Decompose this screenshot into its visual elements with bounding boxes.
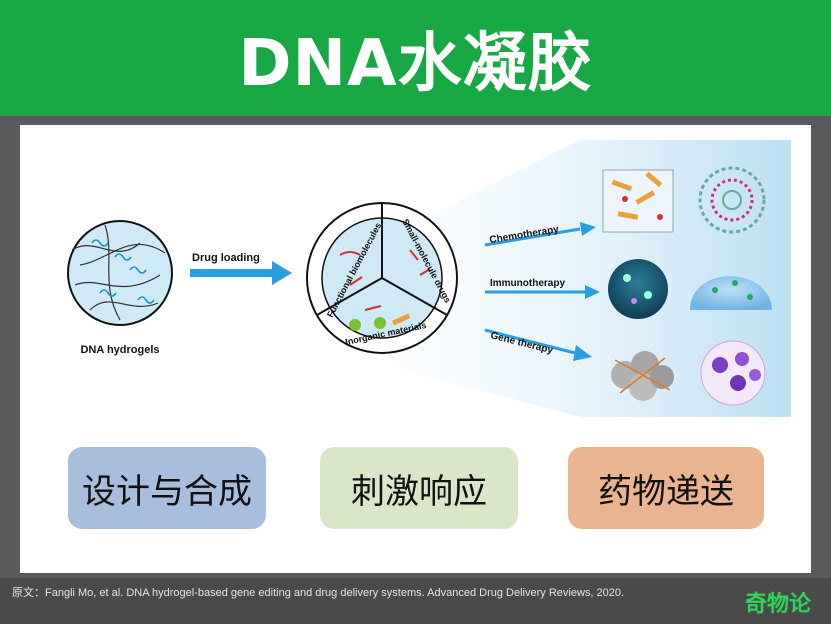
- footer-bar: 原文：Fangli Mo, et al. DNA hydrogel-based …: [0, 578, 831, 624]
- drug-delivery-pill: 药物递送: [568, 447, 764, 529]
- design-synthesis-pill: 设计与合成: [68, 447, 266, 529]
- header-bar: DNA水凝胶: [0, 0, 831, 116]
- page-title: DNA水凝胶: [238, 27, 593, 101]
- chemo-ring-image: [698, 166, 766, 234]
- immuno-dome-image: [690, 276, 772, 310]
- immuno-sphere-image: [608, 259, 668, 319]
- therapy-arrows: [484, 222, 600, 361]
- drug-loading-label: Drug loading: [192, 252, 260, 264]
- hydrogel-circle: [67, 220, 173, 326]
- chemo-cube-image: [602, 169, 674, 233]
- stimuli-response-pill: 刺激响应: [320, 447, 518, 529]
- gene-purple-image: [700, 340, 766, 406]
- figure-panel: DNA hydrogels Drug loading Functional bi…: [20, 125, 811, 573]
- citation-text: 原文：Fangli Mo, et al. DNA hydrogel-based …: [12, 587, 625, 599]
- loaded-hydrogel: [306, 202, 458, 354]
- therapy-fan: [392, 140, 791, 417]
- gene-cluster-image: [611, 351, 674, 401]
- brand-logo: 奇物论: [744, 592, 811, 617]
- drug-loading-arrow: [190, 261, 292, 285]
- hydrogel-label: DNA hydrogels: [80, 344, 159, 356]
- diagram-figure: DNA hydrogels Drug loading Functional bi…: [67, 140, 791, 417]
- therapy-label-immuno: Immunotherapy: [490, 278, 565, 289]
